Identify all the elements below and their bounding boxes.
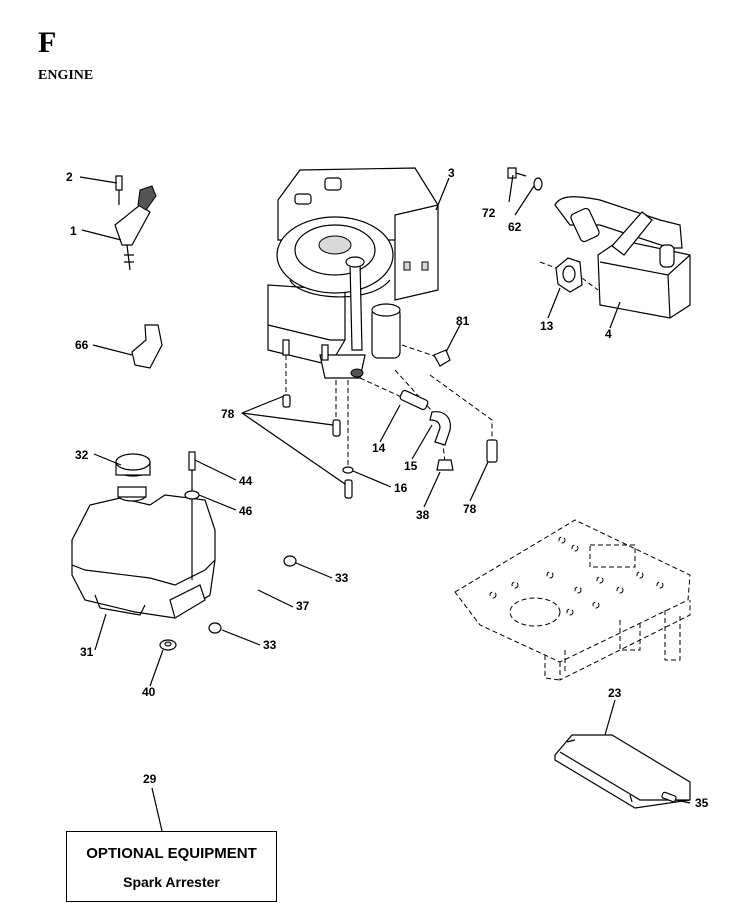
callout-labels: 2 1 3 72 62 4 13 81 66 78 14 15 16 38 78… (66, 166, 709, 810)
connection-lines (285, 344, 493, 470)
callout-46: 46 (239, 504, 253, 518)
callout-81: 81 (456, 314, 470, 328)
callout-14: 14 (372, 441, 386, 455)
callout-37: 37 (296, 599, 310, 613)
callout-62: 62 (508, 220, 522, 234)
callout-78b: 78 (463, 502, 477, 516)
fuel-tank (71, 451, 216, 651)
callout-33b: 33 (263, 638, 277, 652)
callout-32: 32 (75, 448, 89, 462)
fuel-line (208, 555, 297, 634)
throttle-control (114, 175, 157, 271)
callout-72: 72 (482, 206, 496, 220)
muffler-assembly (507, 167, 691, 319)
optional-equipment-box: OPTIONAL EQUIPMENT Spark Arrester (66, 831, 277, 902)
optional-equipment-item: Spark Arrester (123, 874, 220, 890)
engine (267, 167, 439, 379)
callout-33a: 33 (335, 571, 349, 585)
callout-2: 2 (66, 170, 73, 184)
part-66-bracket (131, 324, 163, 369)
callout-23: 23 (608, 686, 622, 700)
callout-3: 3 (448, 166, 455, 180)
callout-4: 4 (605, 327, 612, 341)
callout-31: 31 (80, 645, 94, 659)
callout-15: 15 (404, 459, 418, 473)
engine-hardware (282, 349, 498, 499)
callout-78a: 78 (221, 407, 235, 421)
callout-40: 40 (142, 685, 156, 699)
callout-38: 38 (416, 508, 430, 522)
leader-lines (79, 174, 621, 832)
section-letter: F (38, 26, 57, 59)
optional-equipment-title: OPTIONAL EQUIPMENT (86, 845, 257, 862)
callout-16: 16 (394, 481, 408, 495)
section-title: ENGINE (38, 68, 94, 83)
callout-35: 35 (695, 796, 709, 810)
heat-shield (554, 734, 691, 809)
callout-13: 13 (540, 319, 554, 333)
callout-44: 44 (239, 474, 253, 488)
callout-1: 1 (70, 224, 77, 238)
chassis-frame (454, 519, 691, 681)
callout-29: 29 (143, 772, 157, 786)
callout-66: 66 (75, 338, 89, 352)
